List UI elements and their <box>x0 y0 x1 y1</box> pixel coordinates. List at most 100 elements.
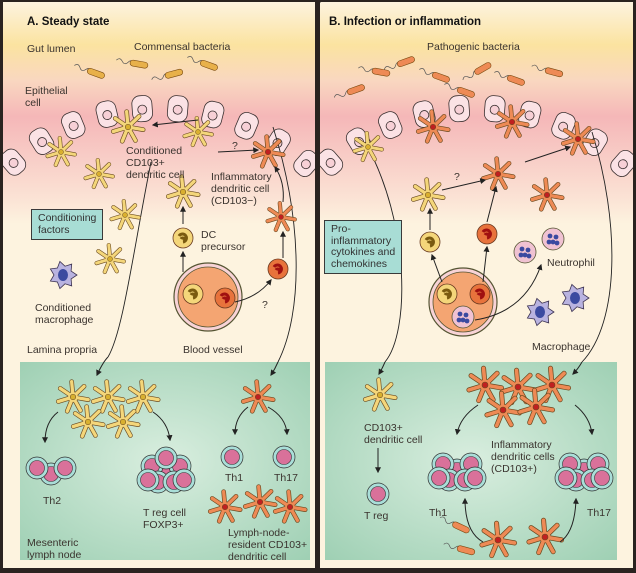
bacterium-body <box>452 521 470 534</box>
label-blood-vessel: Blood vessel <box>183 344 243 356</box>
epithelial-cell <box>518 100 542 129</box>
conditioned-dendritic-cell <box>352 130 384 163</box>
label-th17: Th17 <box>587 507 611 519</box>
monocyte-nucleus <box>424 236 435 248</box>
epithelial-nucleus <box>137 104 148 115</box>
label-commensal-bacteria: Commensal bacteria <box>134 41 231 53</box>
proinflammatory-cytokines-box: Pro- inflammatory cytokines and chemokin… <box>324 220 403 274</box>
migration-path <box>581 131 613 363</box>
neutrophil-lobe <box>547 233 553 239</box>
label-treg-foxp3: T reg cell FOXP3+ <box>143 507 186 531</box>
bacterium <box>494 71 525 86</box>
dc-nucleus <box>179 188 187 196</box>
bacterium <box>358 66 391 77</box>
dc-nucleus <box>107 256 113 262</box>
bacterium-body <box>371 67 391 77</box>
conditioned-dendritic-cell <box>165 174 201 209</box>
bacterium-body <box>129 59 149 69</box>
bacterium <box>444 83 475 98</box>
dc-nucleus <box>195 129 201 135</box>
bacterium <box>419 68 450 83</box>
label-th2: Th2 <box>43 495 62 507</box>
inflammatory-dendritic-cell <box>494 104 530 139</box>
bacterium-body <box>457 86 475 98</box>
epithelial-cell <box>3 148 27 176</box>
inflammatory-dendritic-cell <box>250 134 286 169</box>
t-cell-nucleus <box>594 470 610 486</box>
label-inflammatory-dc: Inflammatory dendritic cell (CD103−) <box>211 171 272 207</box>
t-cell-nucleus <box>29 460 45 476</box>
neutrophil-lobe <box>464 318 470 324</box>
dc-nucleus <box>139 393 147 401</box>
bacterium-body <box>474 62 492 75</box>
arrow <box>454 404 479 436</box>
dc-nucleus <box>96 171 102 177</box>
t-cell-nucleus <box>467 470 483 486</box>
dc-nucleus <box>84 418 92 426</box>
monocyte-nucleus <box>481 228 492 240</box>
dc-nucleus <box>365 144 371 150</box>
neutrophil-lobe <box>457 311 463 317</box>
arrow <box>152 411 173 442</box>
epithelial-cell <box>448 95 470 123</box>
question-mark: ? <box>454 171 460 183</box>
dc-nucleus <box>424 191 432 199</box>
dc-nucleus <box>58 149 64 155</box>
arrow <box>151 119 199 128</box>
neutrophil-lobe <box>522 252 528 258</box>
epithelial-nucleus <box>68 121 79 131</box>
inflammatory-dendritic-cell <box>265 200 297 233</box>
neutrophil <box>541 227 565 251</box>
arrow <box>524 145 572 163</box>
epithelial-nucleus <box>325 158 336 168</box>
monocyte-nucleus <box>177 232 188 244</box>
panel-infection-inflammation: B. Infection or inflammation Pathogenic … <box>320 2 633 568</box>
epithelial-cell <box>166 95 189 123</box>
bacterium <box>462 62 492 81</box>
cd103-dendritic-cell <box>362 377 398 412</box>
label-conditioned-dc: Conditioned CD103+ dendritic cell <box>126 145 185 181</box>
epithelial-nucleus <box>37 137 48 147</box>
arrow <box>267 406 290 436</box>
inflammatory-dendritic-cell <box>415 109 451 144</box>
conditioned-dendritic-cell <box>70 404 106 439</box>
epithelial-nucleus <box>102 110 113 120</box>
bacterium <box>74 64 105 79</box>
dc-nucleus <box>481 381 489 389</box>
epithelial-nucleus <box>454 104 465 115</box>
neutrophil <box>451 305 475 329</box>
panel-steady-state: A. Steady state Gut lumen Commensal bact… <box>3 2 315 568</box>
arrow <box>441 178 487 191</box>
label-treg: T reg <box>364 510 389 522</box>
epithelial-nucleus <box>207 110 218 121</box>
conditioning-factors-box: Conditioning factors <box>31 209 104 240</box>
epithelial-cell <box>95 100 119 128</box>
label-th1: Th1 <box>429 507 448 519</box>
ln-resident-dendritic-cell <box>207 489 243 524</box>
monocyte-nucleus <box>441 288 452 300</box>
conditioned-dendritic-cell <box>90 379 126 414</box>
neutrophil-lobe <box>526 253 532 259</box>
t-cell-nucleus <box>158 450 174 466</box>
monocyte-nucleus <box>474 288 485 300</box>
label-lamina-propria: Lamina propria <box>27 344 98 356</box>
conditioned-dendritic-cell <box>55 379 91 414</box>
label-conditioned-macrophage: Conditioned macrophage <box>35 302 94 326</box>
label-cd103-dc: CD103+ dendritic cell <box>364 422 423 446</box>
t-cell-nucleus <box>370 486 386 502</box>
dc-nucleus <box>494 536 502 544</box>
tissue-background <box>3 2 315 360</box>
conditioned-dendritic-cell <box>110 109 146 144</box>
arrow <box>96 356 109 377</box>
arrow <box>274 166 284 203</box>
epithelial-nucleus <box>172 104 183 115</box>
arrow <box>574 404 595 436</box>
bacterium-body <box>164 68 184 79</box>
t-cell-nucleus <box>224 449 240 465</box>
arrow <box>270 361 279 376</box>
arrow <box>482 245 490 283</box>
t-cell-nucleus <box>57 460 73 476</box>
dc-nucleus <box>514 383 522 391</box>
t-cell-nucleus <box>431 470 447 486</box>
neutrophil-lobe <box>456 317 462 323</box>
